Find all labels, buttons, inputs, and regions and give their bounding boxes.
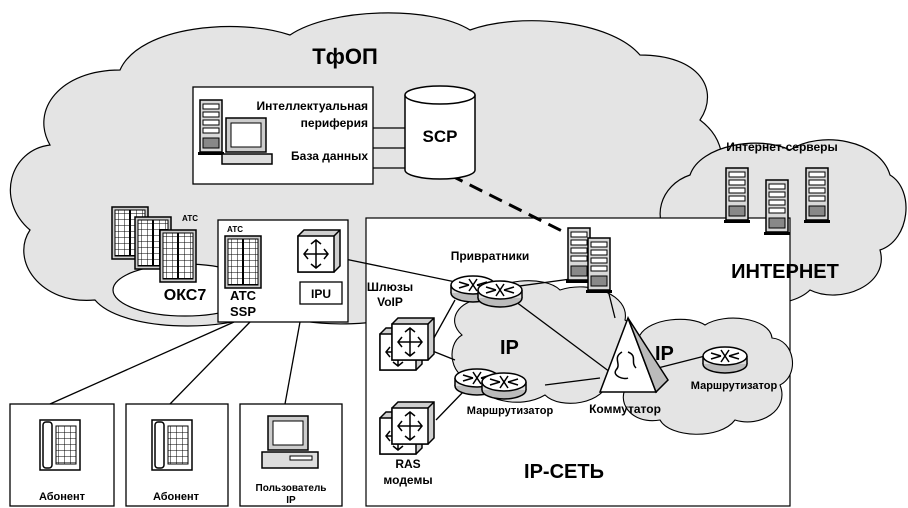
ipu-box bbox=[299, 281, 343, 305]
ssp-switch-icon bbox=[297, 229, 341, 273]
scp-label: SCP bbox=[423, 127, 458, 146]
scp-database-icon bbox=[404, 85, 476, 180]
voip-gateway-router-icon bbox=[477, 280, 523, 308]
subscriber-label-1: Абонент bbox=[39, 491, 86, 503]
ip-cloud-label-2: IP bbox=[655, 343, 674, 365]
gateway-switch-icon bbox=[391, 317, 435, 361]
ip-user-label-1: Пользователь bbox=[256, 483, 327, 494]
ats-small-label-2: АТС bbox=[227, 225, 243, 234]
voip-gateways-label-2: VoIP bbox=[377, 295, 403, 309]
pc-icon bbox=[261, 415, 319, 469]
ip-user-label-2: IP bbox=[286, 495, 296, 506]
ras-label-2: модемы bbox=[383, 473, 432, 487]
internet-servers-label: Интернет-серверы bbox=[726, 140, 838, 154]
switch-label: Коммутатор bbox=[589, 402, 661, 416]
ats-ssp-label-2: SSP bbox=[230, 304, 256, 319]
ats-rack-icon bbox=[159, 229, 197, 283]
internet-label: ИНТЕРНЕТ bbox=[731, 261, 839, 283]
phone-icon bbox=[151, 419, 193, 471]
pstn-services-box bbox=[192, 86, 374, 185]
intelligent-periphery-line2: периферия bbox=[301, 116, 368, 130]
phone-icon bbox=[39, 419, 81, 471]
core-switch-icon bbox=[598, 315, 669, 394]
router-label-2: Маршрутизатор bbox=[691, 380, 778, 392]
internet-server-icon bbox=[723, 167, 751, 224]
ip-server-icon bbox=[197, 99, 225, 156]
ras-label-1: RAS bbox=[395, 457, 420, 471]
ats-small-label: АТС bbox=[182, 214, 198, 223]
ats-ssp-rack-icon bbox=[224, 235, 262, 289]
ip-network-label: IP-СЕТЬ bbox=[524, 461, 604, 483]
gatekeepers-label: Привратники bbox=[451, 249, 530, 263]
ipu-label: IPU bbox=[311, 287, 331, 301]
ats-ssp-label-1: АТС bbox=[230, 288, 257, 303]
oks7-label: ОКС7 bbox=[164, 287, 207, 304]
ip-cloud-label-1: IP bbox=[500, 337, 519, 359]
router-icon bbox=[702, 346, 748, 374]
workstation-icon bbox=[221, 117, 273, 165]
ras-modem-icon bbox=[391, 401, 435, 445]
intelligent-periphery-line1: Интеллектуальная bbox=[257, 99, 368, 113]
pstn-title: ТфОП bbox=[312, 44, 378, 69]
database-label: База данных bbox=[291, 149, 368, 163]
internet-server-icon bbox=[803, 167, 831, 224]
router-label-1: Маршрутизатор bbox=[467, 405, 554, 417]
router-icon bbox=[481, 372, 527, 400]
internet-server-icon bbox=[763, 179, 791, 236]
gatekeeper-server-icon bbox=[585, 237, 613, 294]
subscriber-label-2: Абонент bbox=[153, 491, 200, 503]
voip-gateways-label-1: Шлюзы bbox=[367, 280, 413, 294]
